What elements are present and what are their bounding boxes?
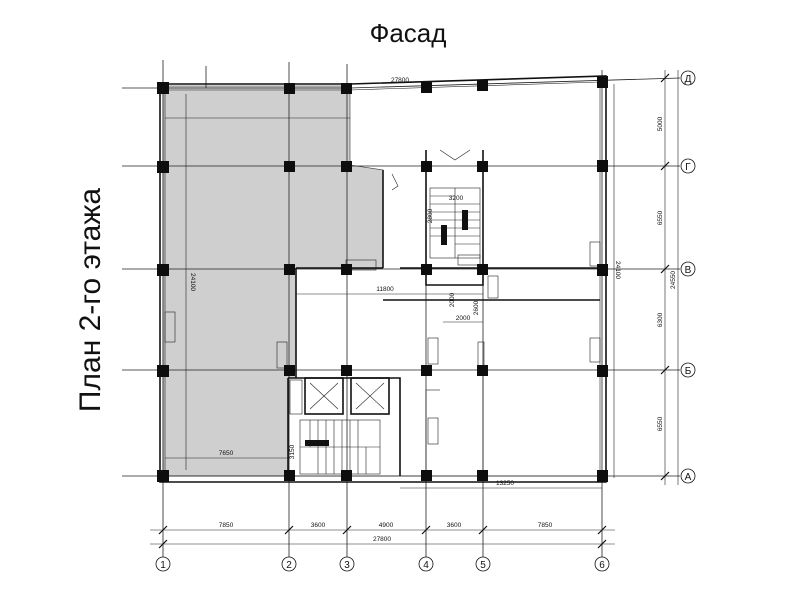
axis-row-D: Д: [685, 74, 692, 85]
dim-bottom-span-3: 4900: [379, 522, 394, 529]
dim-13250: 13250: [496, 480, 514, 487]
staircase-upper: [429, 187, 481, 259]
dim-3200: 3200: [449, 195, 464, 202]
dim-2000-b: 2000: [456, 315, 471, 322]
dim-right-total: 24550: [670, 271, 677, 289]
axis-row-B: Б: [685, 366, 692, 377]
dim-left-vertical: 24100: [189, 273, 196, 291]
dim-2600: 2600: [473, 300, 480, 315]
axis-row-V: В: [685, 265, 692, 276]
dim-2000-a: 2000: [449, 292, 456, 307]
dim-bottom-span-1: 7850: [219, 522, 234, 529]
dim-stair: 3150: [289, 444, 296, 459]
dim-11800: 11800: [376, 286, 394, 293]
structural-columns: [157, 76, 608, 482]
axis-row-G: Г: [685, 162, 691, 173]
outer-walls: [159, 75, 607, 483]
axis-markers-rows: Д Г В Б А: [680, 70, 696, 484]
axis-col-2: 2: [286, 560, 292, 571]
facade-label: Фасад: [370, 18, 447, 48]
staircase-lower: [299, 419, 381, 475]
dim-right-span-2: 6550: [657, 210, 664, 225]
dim-2800: 2800: [427, 208, 434, 223]
dim-bottom-total: 27800: [373, 536, 391, 543]
elevator-shafts: [289, 377, 390, 415]
dim-gray-bottom: 7650: [219, 450, 234, 457]
dim-bottom-span-2: 3600: [311, 522, 326, 529]
dimension-lines-right: 5000 6550 6300 6550 24550: [657, 70, 679, 485]
dim-right-span-3: 6300: [657, 312, 664, 327]
dim-top-total: 27800: [391, 77, 409, 84]
axis-col-4: 4: [423, 560, 429, 571]
dim-right-vertical: 24100: [614, 261, 621, 279]
axis-col-1: 1: [160, 560, 166, 571]
dimension-lines-bottom: 7850 3600 4900 3600 7850 27800: [150, 522, 615, 549]
dim-bottom-span-4: 3600: [447, 522, 462, 529]
dim-right-span-1: 5000: [657, 116, 664, 131]
dim-bottom-span-5: 7850: [538, 522, 553, 529]
dim-right-span-4: 6550: [657, 416, 664, 431]
axis-col-3: 3: [344, 560, 350, 571]
axis-col-5: 5: [480, 560, 486, 571]
axis-col-6: 6: [599, 560, 605, 571]
interior-dimensions: 24100 24100 7650 11800 13250 2000 2000 2…: [165, 84, 621, 489]
axis-row-A: А: [685, 472, 692, 483]
plan-title: План 2-го этажа: [74, 188, 107, 412]
axis-markers-columns: 1 2 3 4 5 6: [155, 556, 610, 572]
